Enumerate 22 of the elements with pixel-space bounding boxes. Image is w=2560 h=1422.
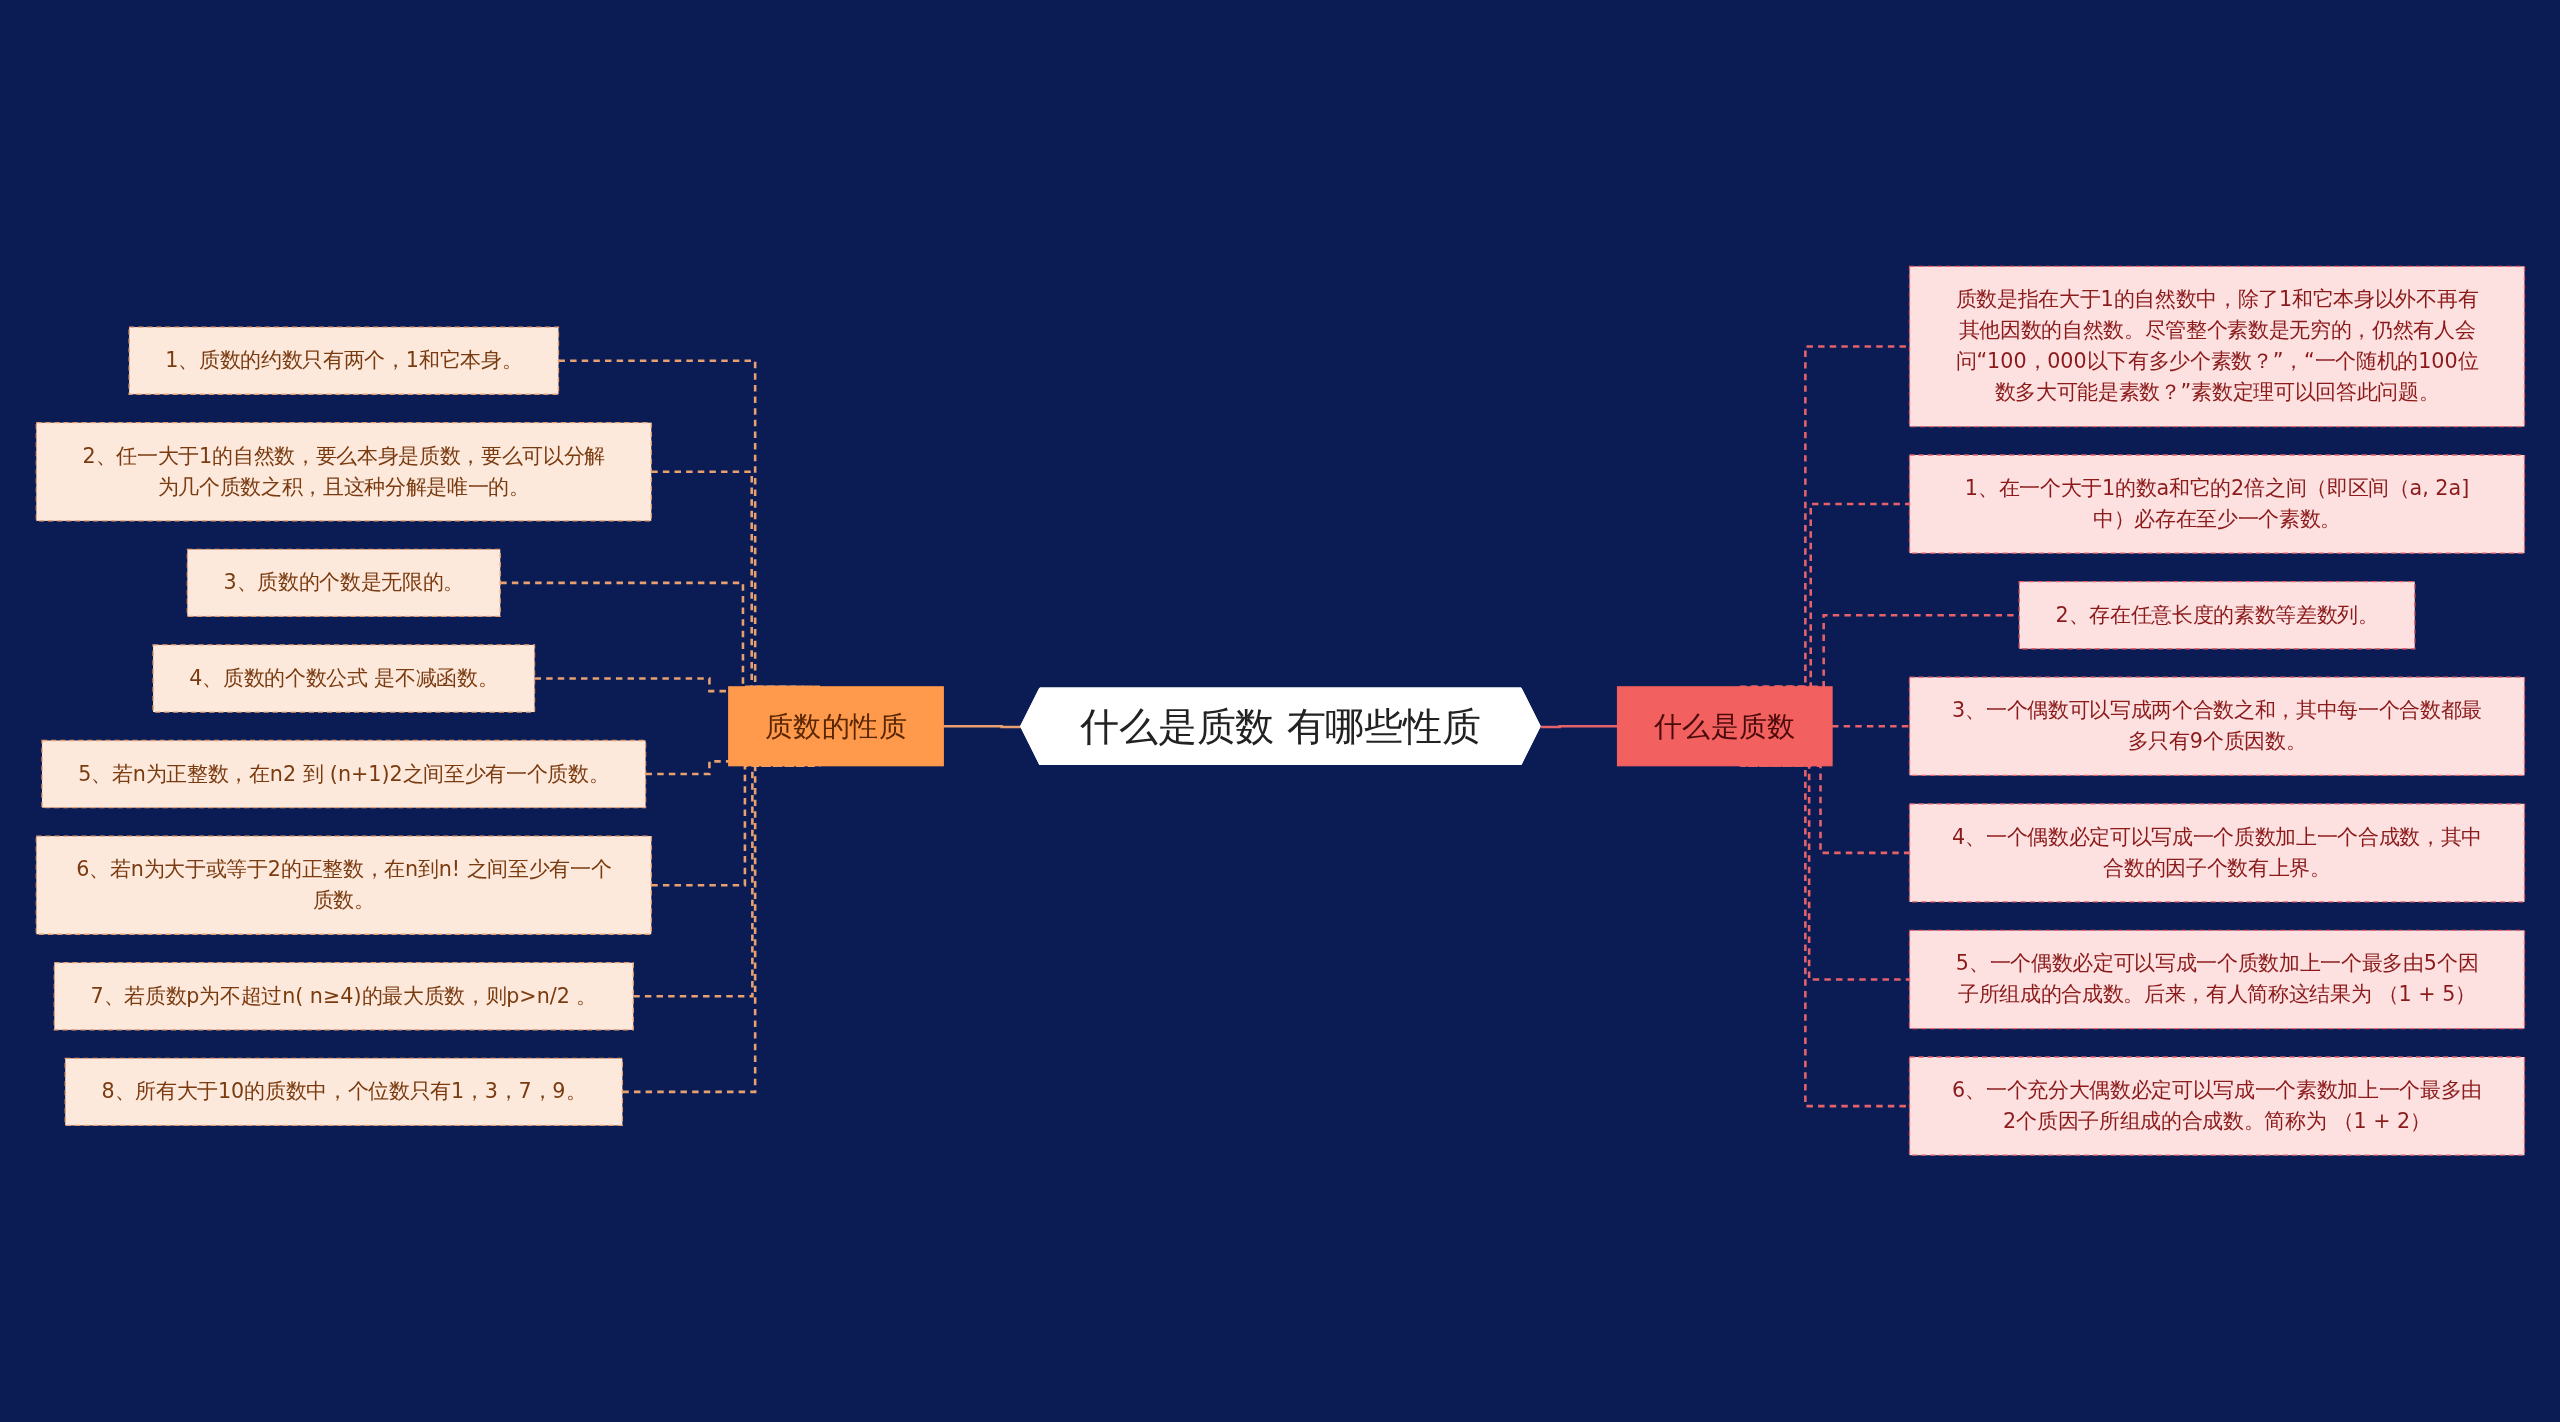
node-box: 3、质数的个数是无限的。 — [186, 548, 501, 618]
node-box: 1、质数的约数只有两个，1和它本身。 — [128, 326, 559, 396]
node-box: 8、所有大于10的质数中，个位数只有1，3，7，9。 — [64, 1057, 623, 1127]
node-box: 4、质数的个数公式 是不减函数。 — [152, 644, 535, 713]
connector — [1831, 725, 1910, 728]
connector — [942, 725, 1021, 729]
node-box: 7、若质数p为不超过n( n≥4)的最大质数，则p>n/2 。 — [53, 962, 634, 1031]
connector — [534, 677, 729, 693]
node-box: 6、若n为大于或等于2的正整数，在n到n! 之间至少有一个质数。 — [35, 835, 652, 936]
node-box: 6、一个充分大偶数必定可以写成一个素数加上一个最多由2个质因子所组成的合成数。简称为 （1 + 2） — [1908, 1056, 2525, 1157]
node-box: 质数是指在大于1的自然数中，除了1和它本身以外不再有其他因数的自然数。尽管整个素数是无穷的，仍然有人会问“100，000以下有多少个素数？”，“一个随机的100位数多大可能是素数？”素数定理可以回答此问题。 — [1908, 265, 2525, 428]
node-box: 2、任一大于1的自然数，要么本身是质数，要么可以分解为几个质数之积，且这种分解是唯一的。 — [35, 422, 652, 522]
connector — [1540, 725, 1618, 729]
node-box: 1、在一个大于1的数a和它的2倍之间（即区间（a, 2a]中）必存在至少一个素数。 — [1908, 454, 2525, 555]
node-box: 5、若n为正整数，在n2 到 (n+1)2之间至少有一个质数。 — [40, 740, 646, 809]
node-box: 质数的性质 — [727, 686, 944, 767]
node-box: 4、一个偶数必定可以写成一个质数加上一个合成数，其中合数的因子个数有上界。 — [1908, 803, 2525, 903]
node-box: 5、一个偶数必定可以写成一个质数加上一个最多由5个因子所组成的合成数。后来，有人简称这结果为 （1 + 5） — [1908, 929, 2525, 1030]
node-box: 2、存在任意长度的素数等差数列。 — [2018, 581, 2415, 650]
node-box: 3、一个偶数可以写成两个合数之和，其中每一个合数都最多只有9个质因数。 — [1908, 676, 2525, 777]
connector — [645, 760, 729, 776]
node-box: 什么是质数 — [1616, 686, 1833, 767]
